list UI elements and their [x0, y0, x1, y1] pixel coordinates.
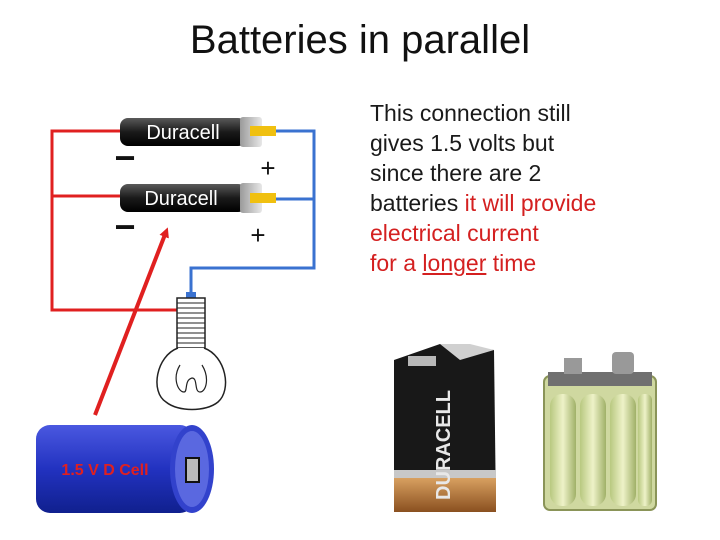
description-line-6: for a longer time: [370, 248, 710, 278]
battery-bottom: Duracell: [120, 183, 276, 213]
description-line-4-highlight: it will provide: [464, 190, 597, 216]
duracell-9v-battery-image: DURACELL: [394, 344, 496, 512]
plus-sign-top: +: [260, 153, 275, 183]
description-line-6-start: for a: [370, 250, 423, 276]
minus-sign-bottom: −: [114, 206, 135, 247]
description-line-2: gives 1.5 volts but: [370, 130, 555, 156]
description-line-4-start: batteries: [370, 190, 465, 216]
plus-sign-bottom: +: [250, 220, 265, 250]
description-line-4: batteries it will provide: [370, 188, 710, 218]
pointer-arrow: [93, 227, 169, 416]
minus-sign-top: −: [114, 137, 135, 178]
description-text: This connection still gives 1.5 volts bu…: [370, 98, 710, 278]
positive-wire: [189, 129, 316, 296]
light-bulb-icon: [156, 292, 227, 411]
description-line-5: electrical current: [370, 220, 539, 246]
battery-top: Duracell: [120, 117, 276, 147]
description-line-6-end: time: [486, 250, 537, 276]
description-line-3: since there are 2: [370, 160, 542, 186]
slide-title: Batteries in parallel: [189, 18, 531, 62]
battery-top-label: Duracell: [146, 122, 219, 144]
d-cell-label: 1.5 V D Cell: [61, 462, 148, 479]
battery-bottom-label: Duracell: [144, 188, 217, 210]
d-cell-battery: 1.5 V D Cell: [36, 425, 214, 513]
description-underlined-word: longer: [422, 250, 487, 276]
opened-9v-battery-image: [543, 352, 657, 511]
svg-text:DURACELL: DURACELL: [433, 390, 455, 500]
description-line-1: This connection still: [370, 100, 571, 126]
